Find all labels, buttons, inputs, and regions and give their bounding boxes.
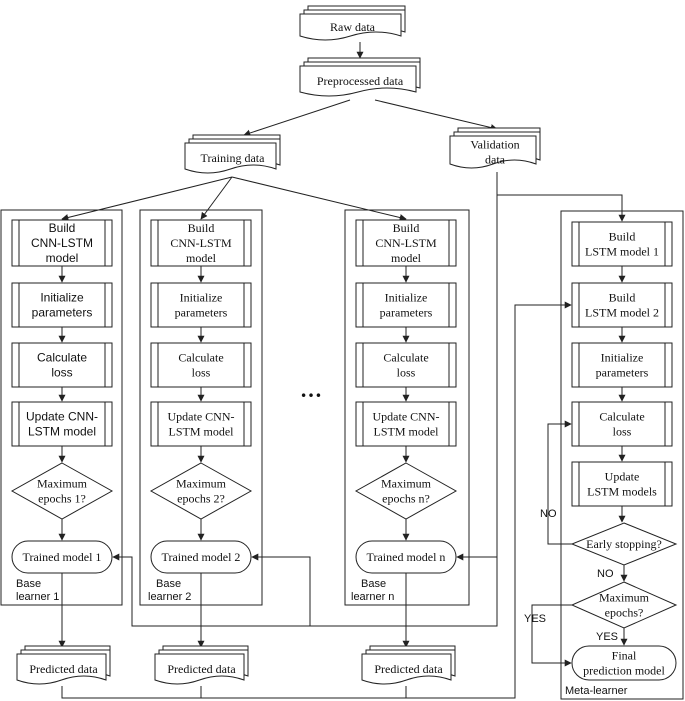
label-no-top: NO <box>540 508 557 520</box>
edge-preprocessed-to-validation <box>374 99 498 131</box>
svg-text:Preprocessed data: Preprocessed data <box>317 74 404 88</box>
label-yes-left: YES <box>524 613 546 625</box>
svg-text:Update CNN-LSTM model: Update CNN-LSTM model <box>26 410 98 439</box>
edge-m-max-yes <box>531 604 572 667</box>
edge-training-to-b2 <box>200 176 233 220</box>
edge-training-to-b1 <box>61 176 233 221</box>
edge-validation-to-b1 <box>112 553 310 627</box>
bn-pred-node: Predicted data <box>361 645 456 685</box>
training-data-node: Training data <box>184 134 281 174</box>
edge-validation-to-bn <box>456 195 498 561</box>
ellipsis: … <box>300 377 322 402</box>
svg-text:Trained model 2: Trained model 2 <box>162 550 241 564</box>
base-learner-n-frame <box>344 209 470 606</box>
b2-pred-node: Predicted data <box>154 645 249 685</box>
edge-predictions-to-meta <box>61 301 572 699</box>
edge-m-early-no-loop <box>547 420 572 545</box>
meta-learner-label: Meta-learner <box>565 685 628 697</box>
raw-data-node: Raw data <box>299 5 406 41</box>
b1-pred-node: Predicted data <box>16 645 111 685</box>
svg-text:Training data: Training data <box>201 151 266 165</box>
svg-text:Predicted data: Predicted data <box>29 662 98 676</box>
svg-text:Trained model n: Trained model n <box>367 550 446 564</box>
svg-text:Early stopping?: Early stopping? <box>586 537 662 551</box>
b2-trained-node: Trained model 2 <box>150 540 252 574</box>
label-yes-bottom: YES <box>596 631 618 643</box>
edge-validation-to-meta <box>496 172 626 222</box>
bn-update-node: Update CNN-LSTM model <box>355 401 457 447</box>
label-no-bottom: NO <box>597 568 614 580</box>
svg-text:Raw data: Raw data <box>330 20 376 34</box>
b2-update-node: Update CNN-LSTM model <box>150 401 252 447</box>
edges <box>58 42 628 699</box>
b1-trained-node: Trained model 1 <box>11 540 113 574</box>
b1-update-node: Update CNN-LSTM model <box>11 401 113 447</box>
preprocessed-data-node: Preprocessed data <box>299 57 421 97</box>
svg-text:Predicted data: Predicted data <box>374 662 443 676</box>
svg-text:Update CNN-LSTM model: Update CNN-LSTM model <box>168 410 235 439</box>
svg-text:Predicted data: Predicted data <box>167 662 236 676</box>
svg-text:Update CNN-LSTM model: Update CNN-LSTM model <box>373 410 440 439</box>
bn-trained-node: Trained model n <box>355 540 457 574</box>
edge-training-to-bn <box>231 176 407 221</box>
edge-preprocessed-to-training <box>243 99 351 137</box>
svg-text:Trained model 1: Trained model 1 <box>23 550 102 564</box>
m-early-node: Early stopping? <box>570 522 678 566</box>
